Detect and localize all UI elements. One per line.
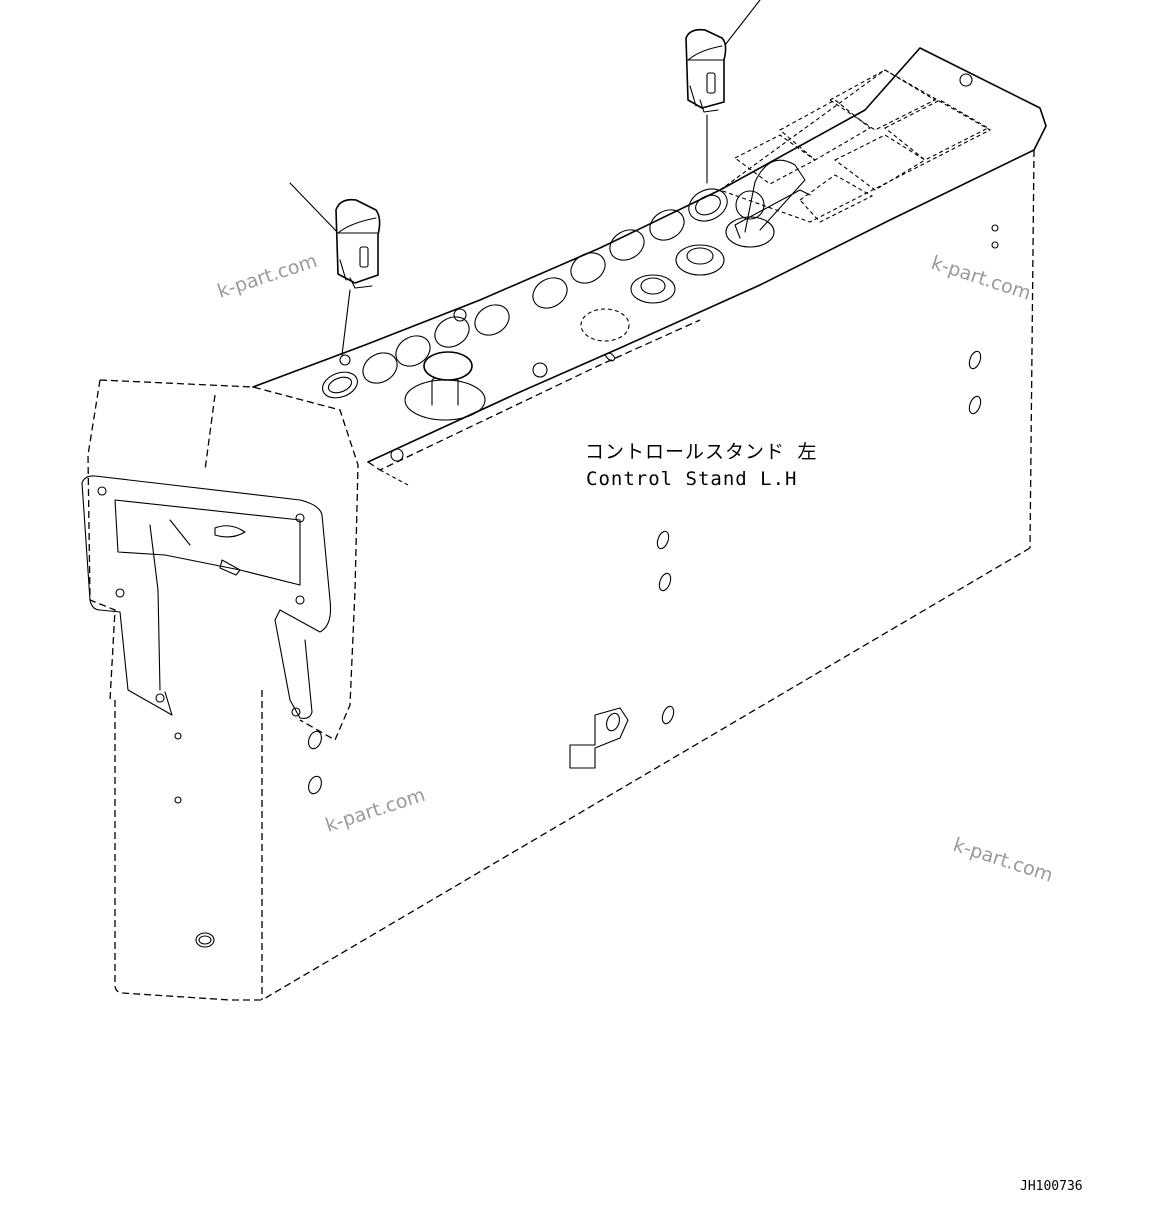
mounting-holes	[174, 224, 999, 948]
watermark: k-part.com	[215, 250, 320, 303]
rocker-switch-right	[685, 0, 761, 184]
watermark: k-part.com	[323, 784, 428, 837]
switch-panel	[322, 69, 992, 462]
label-japanese: コントロールスタンド 左	[585, 441, 817, 463]
rocker-switch-left	[289, 182, 381, 356]
drawing-code: JH100736	[1020, 1179, 1083, 1194]
front-bracket	[81, 379, 359, 741]
watermark: k-part.com	[928, 252, 1033, 305]
label-english: Control Stand L.H	[586, 468, 797, 490]
control-stand-body	[114, 47, 1047, 1001]
watermark: k-part.com	[950, 834, 1055, 887]
